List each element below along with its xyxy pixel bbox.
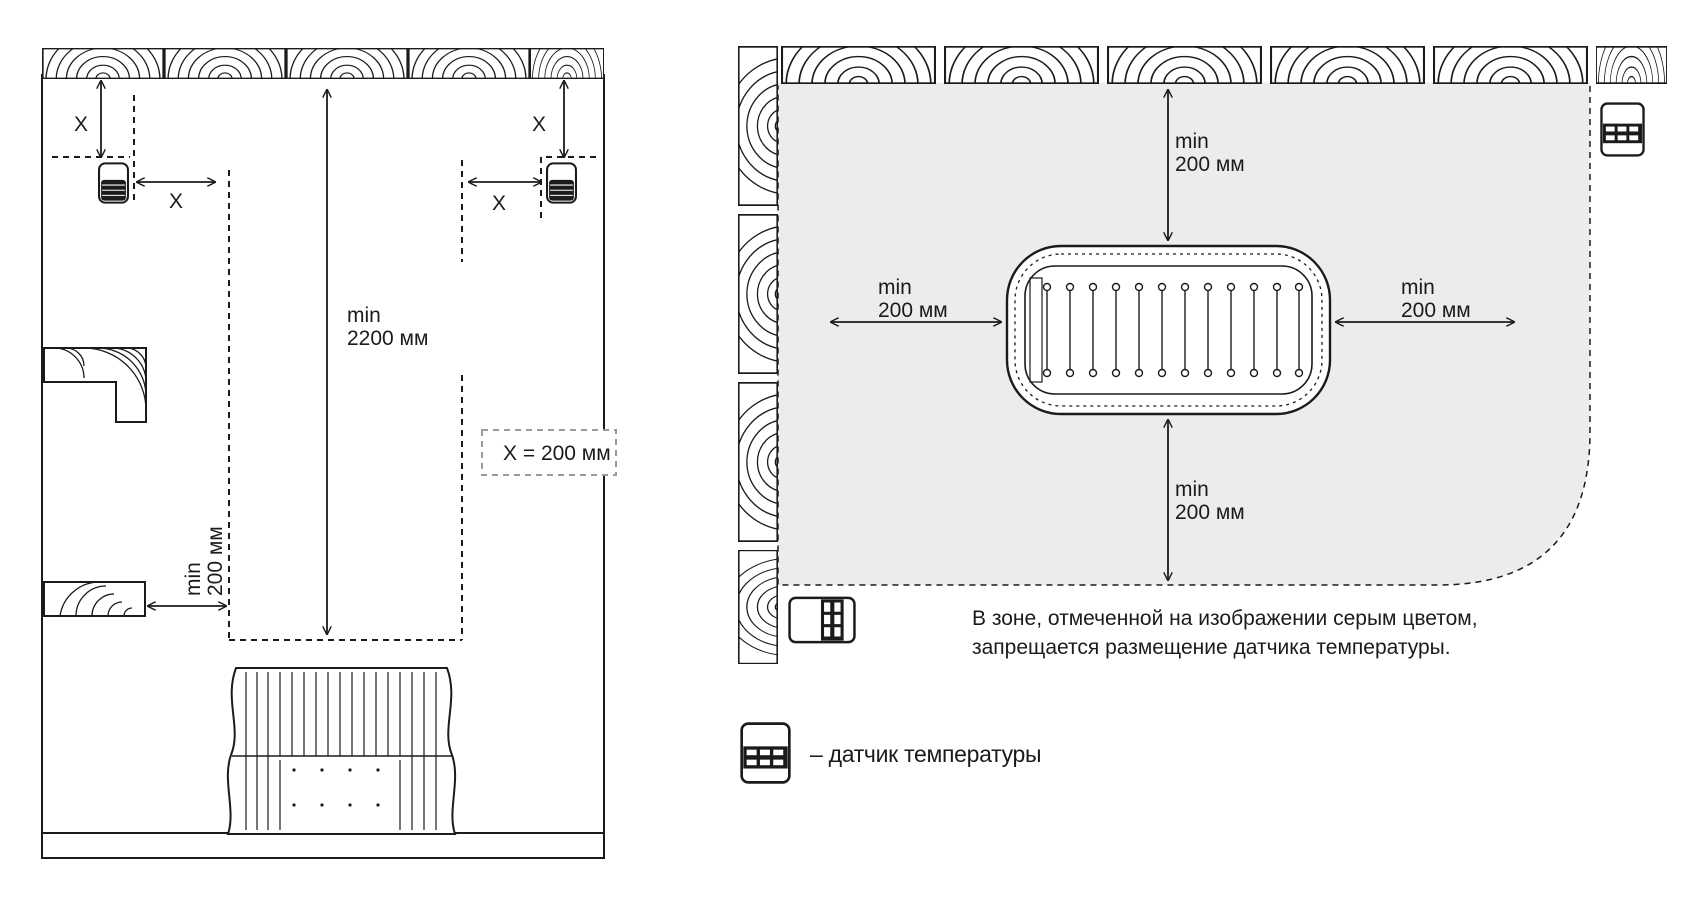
sensor-right-icon: [546, 162, 577, 204]
stove-top-view: [1005, 244, 1332, 416]
legend-sensor-icon: [740, 722, 791, 784]
top-clearance-min: min: [1175, 130, 1209, 153]
sensor-left-icon: [98, 162, 129, 204]
left-wall-planks: [738, 46, 778, 664]
zone-note-line-2: запрещается размещение датчика температу…: [972, 636, 1451, 659]
top-clearance-value: 200 мм: [1175, 153, 1245, 176]
top-view: min 200 мм min 200 мм min 200 мм min 200…: [738, 46, 1667, 784]
zone-note-line-1: В зоне, отмеченной на изображении серым …: [972, 607, 1478, 630]
sensor-top-right-icon: [1600, 102, 1645, 157]
ceiling-planks: [42, 48, 604, 79]
sensor-bottom-left-icon: [788, 596, 856, 644]
height-min-label: min: [347, 304, 381, 327]
top-wall-planks: [781, 46, 1667, 84]
side-view: X X X X min 2200 мм min 200 мм X = 200 м…: [41, 48, 617, 859]
wall-distance-label: min 200 мм: [182, 526, 227, 596]
bench-lower: [43, 581, 146, 617]
x-label-left-horizontal: X: [169, 190, 183, 213]
x-label-right-horizontal: X: [492, 192, 506, 215]
x-label-top-left: X: [74, 113, 88, 136]
floor-slab: [41, 832, 605, 859]
x-label-top-right: X: [532, 113, 546, 136]
bottom-clearance-value: 200 мм: [1175, 501, 1245, 524]
reference-lines: [52, 95, 598, 641]
svg-text:min: min: [182, 562, 205, 596]
heating-elements: [1042, 282, 1304, 378]
left-clearance-value: 200 мм: [878, 299, 948, 322]
bottom-clearance-min: min: [1175, 478, 1209, 501]
x-definition-box: [481, 429, 617, 476]
zone-note: В зоне, отмеченной на изображении серым …: [972, 604, 1632, 662]
right-clearance-min: min: [1401, 276, 1435, 299]
stove-side-view: [226, 667, 457, 835]
svg-text:200 мм: 200 мм: [204, 526, 227, 596]
dimension-arrows: [101, 81, 564, 634]
clearance-arrows: [831, 90, 1514, 580]
height-value-label: 2200 мм: [347, 327, 428, 350]
bench-upper: [43, 347, 147, 423]
left-clearance-min: min: [878, 276, 912, 299]
x-definition-label: X = 200 мм: [503, 442, 611, 465]
right-clearance-value: 200 мм: [1401, 299, 1471, 322]
legend-label: – датчик температуры: [810, 741, 1042, 767]
